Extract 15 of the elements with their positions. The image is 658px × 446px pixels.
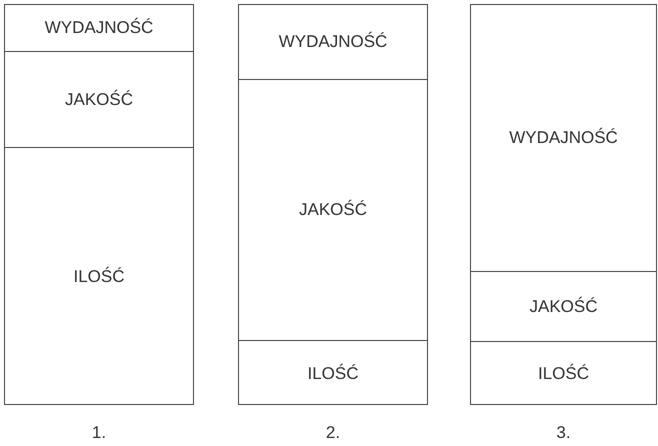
section-label: WYDAJNOŚĆ — [44, 18, 154, 38]
section-label: JAKOŚĆ — [64, 90, 134, 110]
section-label: ILOŚĆ — [307, 364, 359, 384]
section-label: JAKOŚĆ — [529, 296, 598, 316]
section-label: WYDAJNOŚĆ — [509, 128, 618, 148]
column-box — [4, 4, 194, 405]
column-box — [470, 4, 657, 405]
section-label: JAKOŚĆ — [298, 200, 368, 220]
column-number: 3. — [555, 423, 572, 443]
column-number: 2. — [324, 423, 342, 443]
column-box — [238, 4, 428, 405]
column-number: 1. — [90, 423, 108, 443]
section-label: WYDAJNOŚĆ — [278, 32, 388, 52]
section-label: ILOŚĆ — [73, 267, 125, 287]
section-label: ILOŚĆ — [538, 364, 590, 384]
